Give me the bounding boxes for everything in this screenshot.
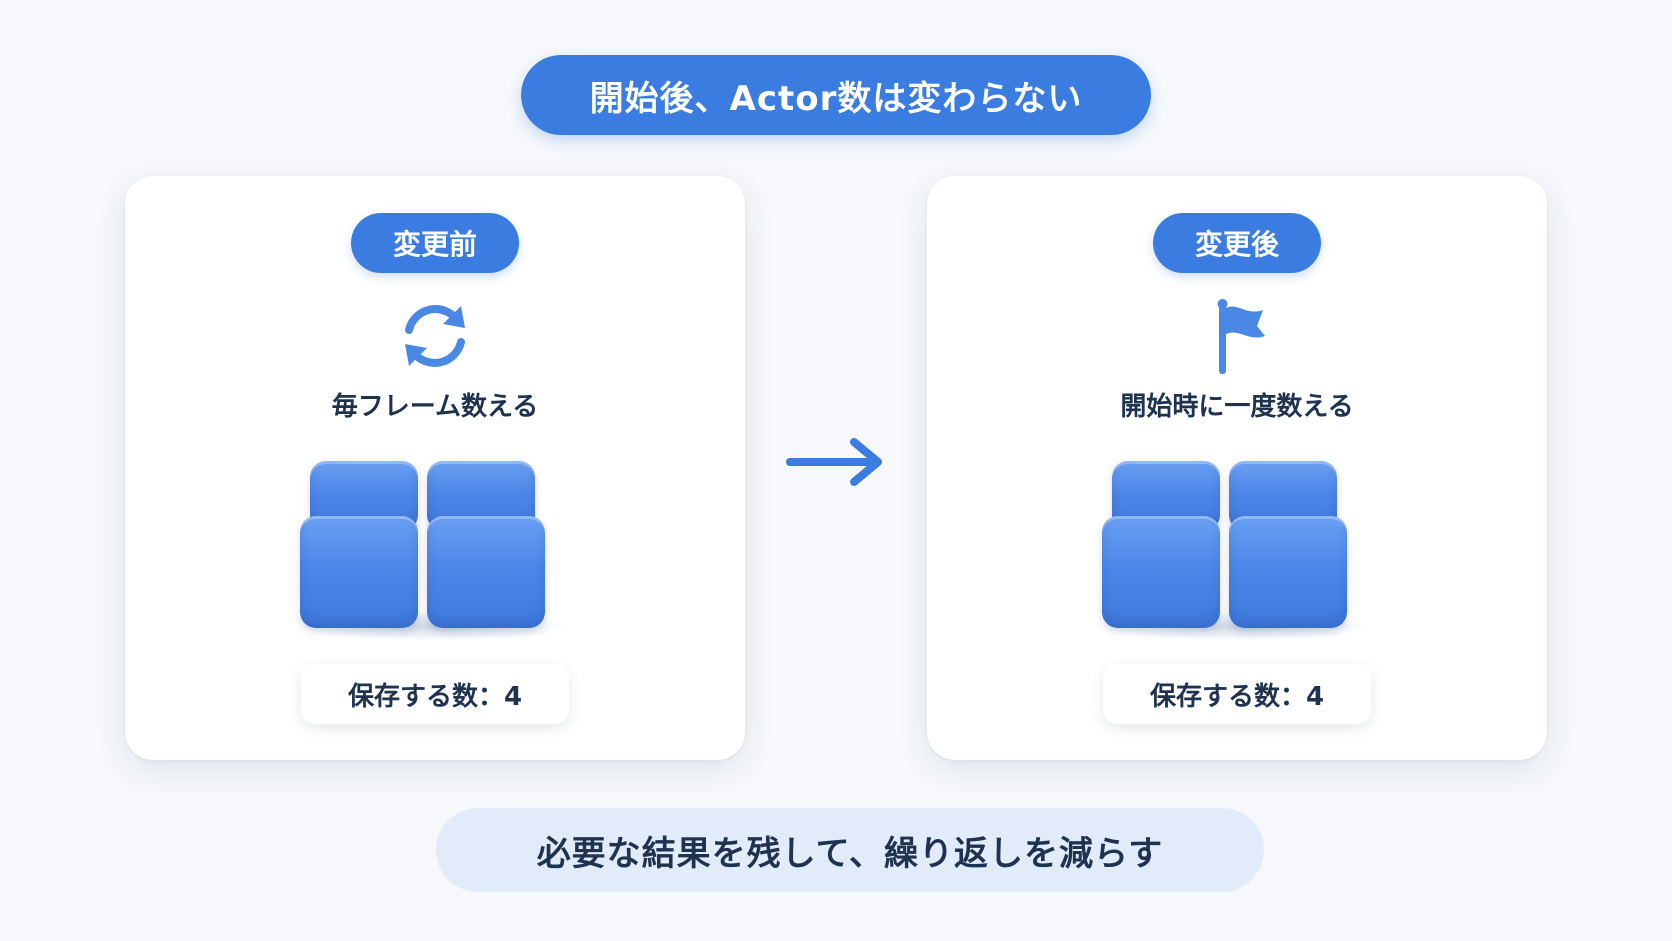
refresh-icon xyxy=(405,305,465,367)
right-arrow-icon xyxy=(786,438,882,486)
after-caption: 開始時に一度数える xyxy=(1120,392,1354,422)
before-cube-group xyxy=(300,461,570,641)
before-label: 変更前 xyxy=(392,228,477,261)
footer-text: 必要な結果を残して、繰り返しを減らす xyxy=(536,833,1164,874)
title-banner: 開始後、Actor数は変わらない xyxy=(521,55,1151,135)
after-cube-group xyxy=(1102,461,1372,641)
before-label-badge: 変更前 xyxy=(351,213,519,273)
footer-banner: 必要な結果を残して、繰り返しを減らす xyxy=(436,808,1264,892)
cube xyxy=(1102,516,1220,628)
before-caption: 毎フレーム数える xyxy=(331,392,539,422)
before-panel: 変更前 毎フレーム数える 保存する数：4 xyxy=(125,176,745,760)
after-panel: 変更後 開始時に一度数える 保存する数：4 xyxy=(927,176,1547,760)
after-label-badge: 変更後 xyxy=(1153,213,1321,273)
after-count-box: 保存する数：4 xyxy=(1103,664,1371,724)
before-count-text: 保存する数：4 xyxy=(347,681,523,712)
title-text: 開始後、Actor数は変わらない xyxy=(589,78,1083,119)
flag-icon xyxy=(1217,299,1265,374)
cube xyxy=(427,516,545,628)
after-count-text: 保存する数：4 xyxy=(1149,681,1325,712)
after-label: 変更後 xyxy=(1194,228,1279,261)
cube xyxy=(300,516,418,628)
before-count-box: 保存する数：4 xyxy=(301,664,569,724)
cube xyxy=(1229,516,1347,628)
